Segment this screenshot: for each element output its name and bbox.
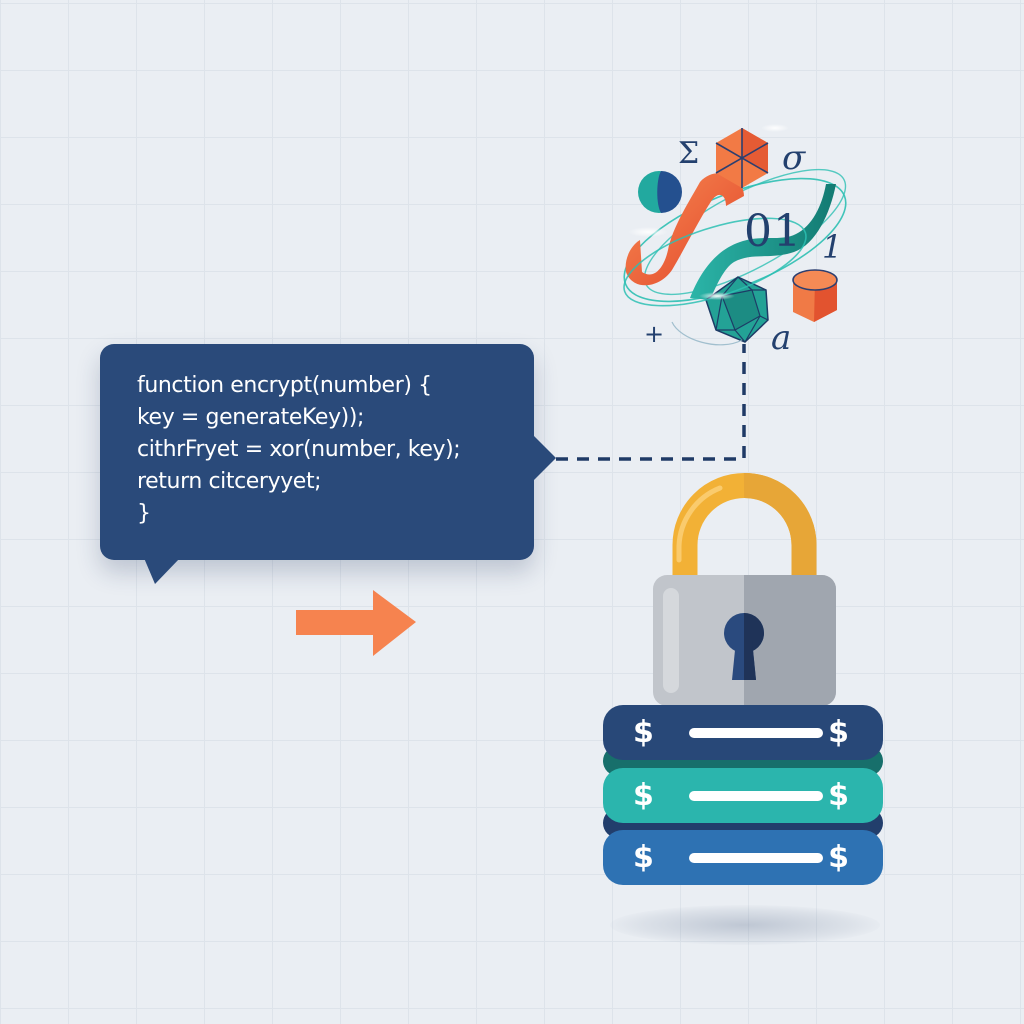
stack-shadow <box>610 905 880 945</box>
orange-ribbon-icon <box>625 173 744 286</box>
cylinder-icon <box>792 269 838 322</box>
bubble-tail-bottom <box>144 558 180 584</box>
math-symbols-cluster <box>623 124 847 346</box>
sparkle-icon <box>761 124 789 132</box>
one-italic-symbol: 1 <box>822 228 843 266</box>
code-line: cithrFryet = xor(number, key); <box>137 437 461 462</box>
dollar-icon: $ <box>828 839 849 875</box>
sparkle-icon <box>699 292 735 300</box>
lowercase-sigma-symbol: σ <box>782 138 806 178</box>
dollar-icon: $ <box>633 777 654 813</box>
plus-symbol: + <box>644 320 665 348</box>
dollar-icon: $ <box>633 839 654 875</box>
amount-line <box>689 852 823 863</box>
padlock-icon <box>653 472 836 706</box>
orbit-ring-icon <box>671 321 743 346</box>
code-line: key = generateKey)); <box>137 405 365 430</box>
code-bubble: function encrypt(number) { key = generate… <box>100 344 556 584</box>
amount-line <box>689 790 823 801</box>
money-bar: $ $ <box>603 768 883 823</box>
bubble-tail-right <box>532 434 556 482</box>
dollar-icon: $ <box>828 777 849 813</box>
alpha-symbol: a <box>771 318 792 358</box>
one-symbol: 1 <box>773 206 801 257</box>
code-line: function encrypt(number) { <box>137 373 432 398</box>
orbit-ring-icon <box>623 177 847 303</box>
sparkle-icon <box>628 227 668 237</box>
code-line: return citceryyet; <box>137 469 322 494</box>
code-line: } <box>137 501 151 526</box>
money-bar: $ $ <box>603 705 883 760</box>
code-snippet: function encrypt(number) { key = generate… <box>137 370 461 530</box>
teal-ribbon-icon <box>690 184 836 300</box>
dollar-icon: $ <box>828 714 849 750</box>
amount-line <box>689 727 823 738</box>
arrow-right-icon <box>296 590 416 656</box>
money-bar: $ $ <box>603 830 883 885</box>
pie-circle-icon <box>638 171 682 213</box>
zero-symbol: 0 <box>744 206 772 257</box>
dollar-icon: $ <box>633 714 654 750</box>
hexagon-icon <box>715 128 769 188</box>
sigma-symbol: Σ <box>678 136 700 171</box>
dashed-connector <box>556 344 746 461</box>
